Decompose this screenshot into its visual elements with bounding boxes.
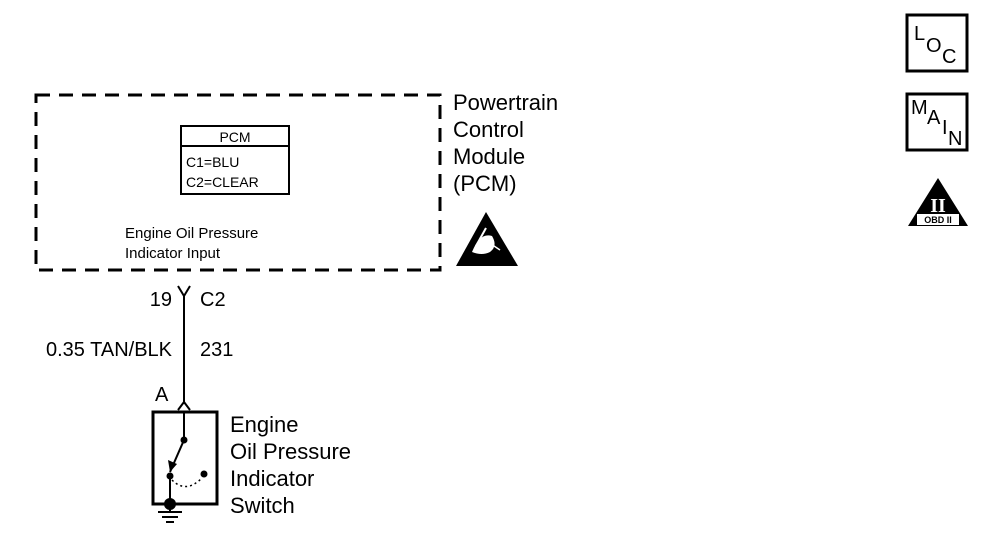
loc-icon-o: O xyxy=(926,35,942,57)
pcm-input-label-line2: Indicator Input xyxy=(125,245,221,262)
switch-name-line3: Indicator xyxy=(230,466,314,491)
main-icon-i: I xyxy=(942,117,948,139)
pcm-boundary xyxy=(34,93,442,272)
pcm-table-row-c1: C1=BLU xyxy=(186,154,239,170)
ground-icon xyxy=(158,504,182,523)
main-icon-n: N xyxy=(948,128,962,150)
obd-icon-numeral: II xyxy=(930,195,946,217)
connector-name: C2 xyxy=(200,289,226,311)
pcm-name-line1: Powertrain xyxy=(453,90,558,115)
pcm-table-row-c2: C2=CLEAR xyxy=(186,174,259,190)
switch-terminal-label: A xyxy=(155,384,169,406)
pcm-name-line3: Module xyxy=(453,144,525,169)
pcm-name-line2: Control xyxy=(453,117,524,142)
pcm-connector-table: PCM C1=BLU C2=CLEAR xyxy=(180,125,290,195)
obd-ii-icon[interactable]: II OBD II xyxy=(908,178,968,226)
loc-icon-c: C xyxy=(942,46,956,68)
main-icon-m: M xyxy=(911,97,928,119)
obd-icon-label: OBD II xyxy=(924,215,952,225)
main-icon[interactable]: M A I N xyxy=(905,92,969,152)
loc-icon[interactable]: L O C xyxy=(905,13,969,73)
connector-pin-number: 19 xyxy=(150,289,172,311)
switch-name-line1: Engine xyxy=(230,412,299,437)
oil-pressure-switch-symbol xyxy=(151,410,219,510)
switch-name-line2: Oil Pressure xyxy=(230,439,351,464)
pcm-input-label-line1: Engine Oil Pressure xyxy=(125,225,258,242)
pcm-connector-c2-symbol xyxy=(177,285,191,297)
pcm-name-line4: (PCM) xyxy=(453,171,517,196)
switch-name-line4: Switch xyxy=(230,493,295,518)
main-icon-a: A xyxy=(927,107,941,129)
pcm-table-header: PCM xyxy=(219,129,250,145)
wire-gauge-color-label: 0.35 TAN/BLK xyxy=(46,339,173,361)
switch-connector-a-symbol xyxy=(177,401,191,411)
loc-icon-l: L xyxy=(914,23,925,45)
esd-warning-icon xyxy=(456,212,518,266)
wire-circuit-number: 231 xyxy=(200,339,233,361)
